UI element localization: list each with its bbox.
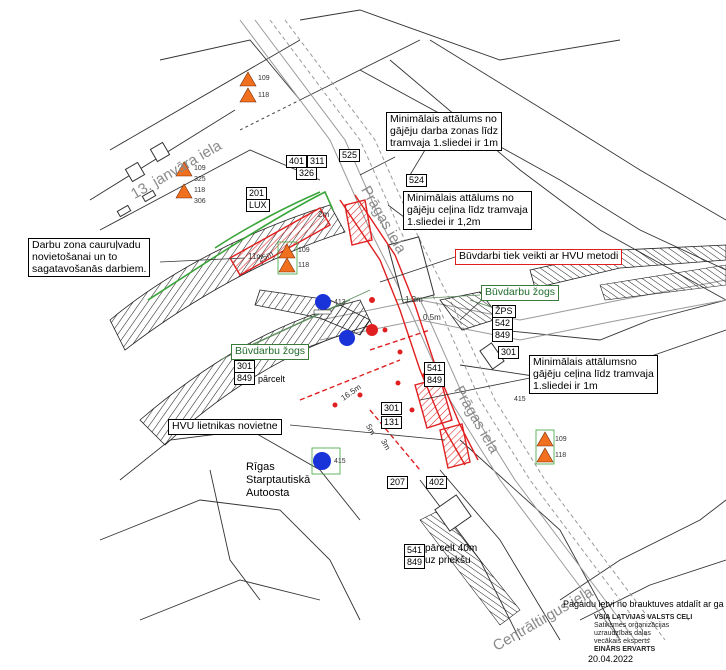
- code-325: 325: [194, 176, 206, 183]
- code-109-c: 109: [298, 247, 310, 254]
- blue-signs: [311, 294, 378, 475]
- green-fence: [147, 190, 334, 301]
- sign-131: 131: [381, 416, 403, 429]
- callout-hvu-method: Būvdarbi tiek veikti ar HVU metodi: [455, 249, 623, 265]
- code-118-c: 118: [298, 262, 310, 269]
- move-40m-label: pārcelt 40m uz priekšu: [425, 543, 478, 566]
- code-413: 413: [334, 299, 346, 306]
- footer-stamp: VSIA LATVIJAS VALSTS CEĻI Satiksmes orga…: [594, 614, 693, 654]
- callout-fence-left: Būvdarbu žogs: [231, 344, 310, 360]
- footer-date: 20.04.2022: [588, 654, 634, 664]
- sign-311: 311: [307, 155, 328, 168]
- buildings: [116, 141, 505, 532]
- code-109-a: 109: [258, 75, 270, 82]
- callout-hvu-pipe: HVU lietnikas novietne: [168, 419, 282, 435]
- dim-11m: 11m: [248, 252, 263, 261]
- code-306: 306: [194, 198, 206, 205]
- code-109-b: 109: [194, 165, 206, 172]
- warning-signs: [175, 71, 555, 465]
- callout-work-zone: Darbu zona cauruļvadu novietošanai un to…: [28, 238, 151, 278]
- sign-lux: LUX: [246, 199, 270, 212]
- sign-849-mid: 849: [424, 374, 446, 387]
- sign-849-bottom: 849: [404, 556, 426, 569]
- sign-524: 524: [406, 174, 428, 187]
- callout-min-distance-road-lower: Minimālais attālumsno gājēju ceļina līdz…: [529, 355, 658, 395]
- sign-326: 326: [296, 167, 318, 180]
- sign-301-center: 301: [381, 402, 403, 415]
- footer-note: Pagaidu ietvi no brauktuves atdalīt ar g…: [563, 599, 724, 609]
- red-work-zone: [229, 194, 479, 471]
- code-118-d: 118: [555, 452, 567, 459]
- sign-301-right: 301: [498, 346, 520, 359]
- code-415-a: 415: [334, 458, 346, 465]
- callout-fence-right: Būvdarbu žogs: [481, 285, 560, 301]
- callout-min-distance-road-upper: Minimālais attālums no gājēju ceļina līd…: [403, 191, 532, 231]
- code-118-b: 118: [194, 187, 206, 194]
- dim-1-2m: 1.2m: [405, 295, 423, 304]
- sign-402: 402: [426, 476, 448, 489]
- sign-207: 207: [387, 476, 409, 489]
- move-label: pārcelt: [258, 374, 286, 384]
- code-118-a: 118: [258, 92, 270, 99]
- dim-0-5m: 0.5m: [423, 313, 441, 322]
- road-outlines: [89, 9, 726, 641]
- sign-542: 542: [492, 317, 514, 330]
- sign-525: 525: [339, 149, 361, 162]
- dim-2m: 2m: [318, 210, 330, 219]
- code-109-d: 109: [555, 436, 567, 443]
- sign-849-right: 849: [492, 329, 514, 342]
- sign-849-left: 849: [234, 372, 256, 385]
- code-415-b: 415: [514, 396, 526, 403]
- bus-station-label: Rīgas Starptautiskā Autoosta: [246, 461, 311, 500]
- leader-lines: [159, 149, 531, 441]
- callout-min-distance-work-zone: Minimālais attālums no gājēju darba zona…: [386, 112, 502, 152]
